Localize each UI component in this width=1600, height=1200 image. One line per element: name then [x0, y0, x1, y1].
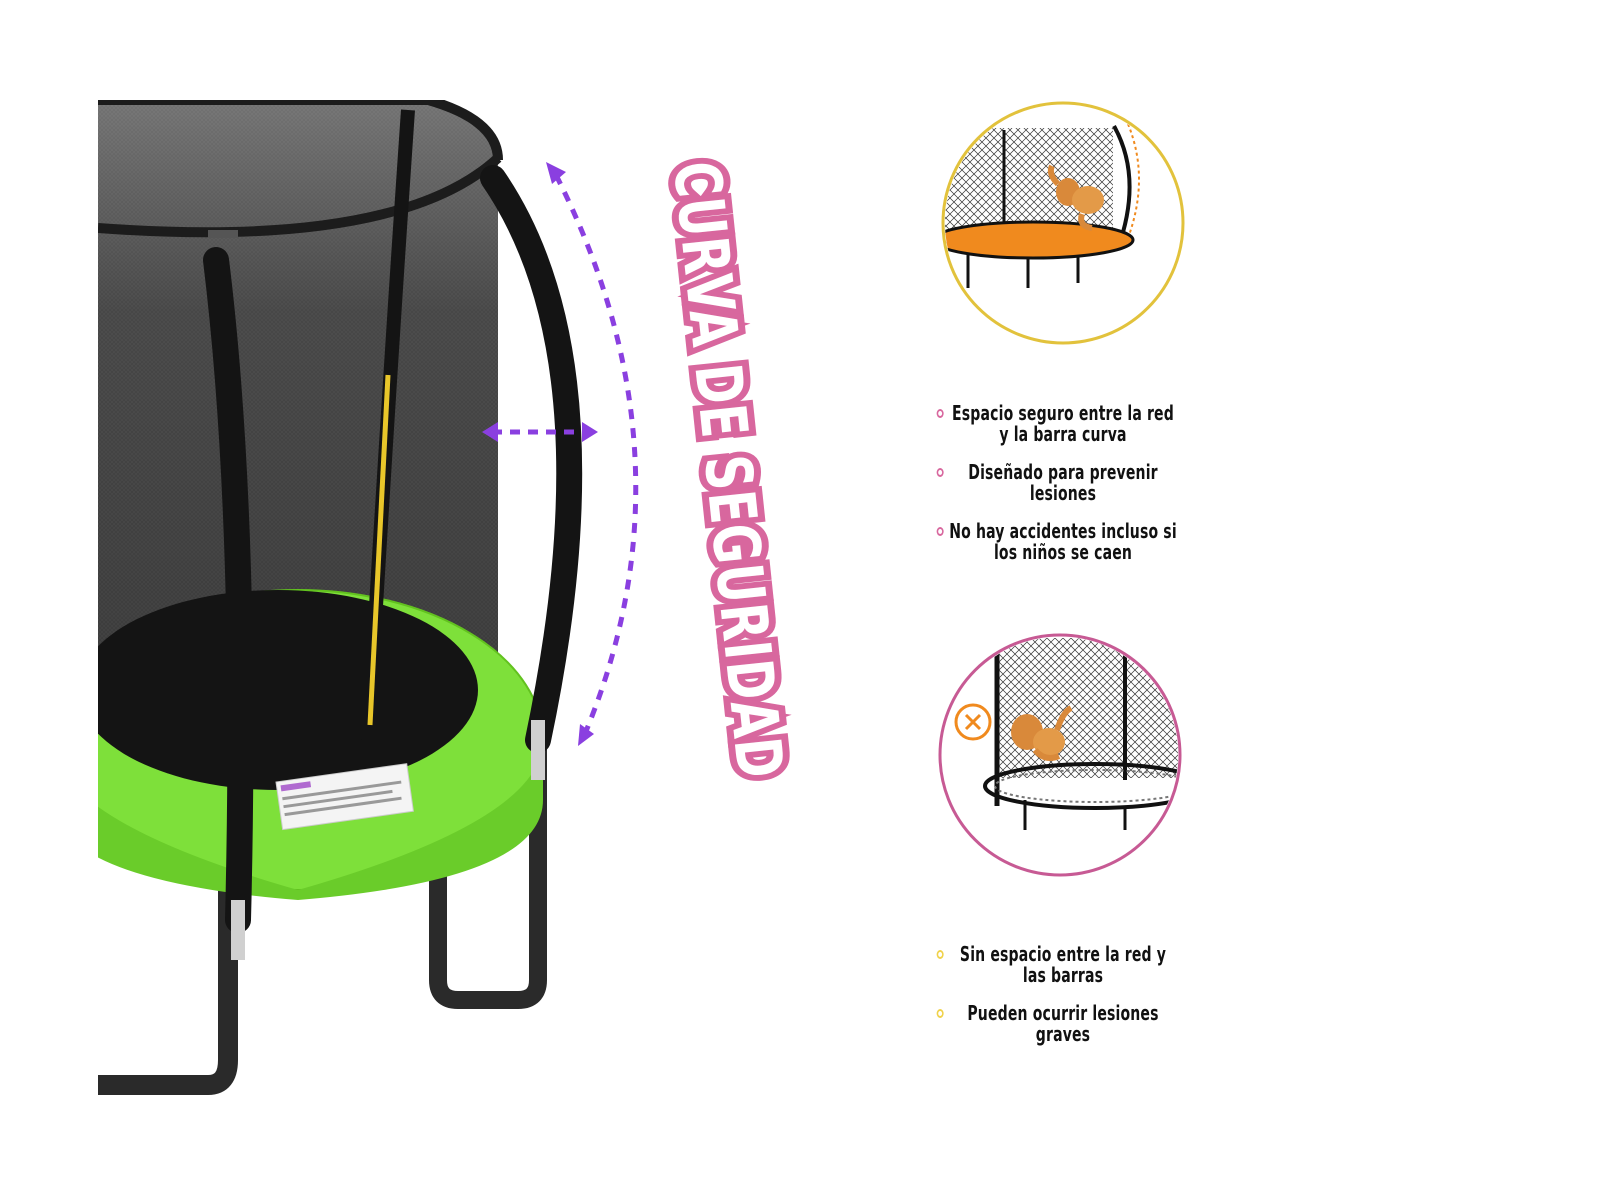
- unsafe-bullet-list: Sin espacio entre la red y las barras Pu…: [936, 942, 1186, 1062]
- headline-text: CURVA DE SEGURIDAD: [658, 158, 796, 782]
- list-item: Pueden ocurrir lesiones graves: [936, 1001, 1180, 1046]
- bullet-dot-icon: [936, 1009, 944, 1018]
- bullet-text: Pueden ocurrir lesiones graves: [967, 1001, 1159, 1046]
- bullet-text: Diseñado para prevenir lesiones: [968, 460, 1158, 505]
- list-item: Espacio seguro entre la red y la barra c…: [936, 401, 1180, 446]
- list-item: Diseñado para prevenir lesiones: [936, 460, 1180, 505]
- child-figure-icon: [1047, 164, 1104, 231]
- safe-bullet-list: Espacio seguro entre la red y la barra c…: [936, 401, 1186, 580]
- bullet-text: No hay accidentes incluso si los niños s…: [949, 519, 1177, 564]
- list-item: Sin espacio entre la red y las barras: [936, 942, 1180, 987]
- bullet-dot-icon: [936, 950, 944, 959]
- unsafe-example-circle: [938, 633, 1182, 877]
- bullet-text: Espacio seguro entre la red y la barra c…: [952, 401, 1174, 446]
- bullet-dot-icon: [936, 468, 944, 477]
- child-figure-icon: [1011, 705, 1073, 761]
- bullet-dot-icon: [936, 527, 944, 536]
- x-circle-icon: [954, 703, 992, 741]
- list-item: No hay accidentes incluso si los niños s…: [936, 519, 1180, 564]
- trampoline-illustration: [98, 100, 583, 1095]
- safe-example-circle: [941, 101, 1185, 345]
- bullet-text: Sin espacio entre la red y las barras: [959, 942, 1167, 987]
- bullet-dot-icon: [936, 409, 944, 418]
